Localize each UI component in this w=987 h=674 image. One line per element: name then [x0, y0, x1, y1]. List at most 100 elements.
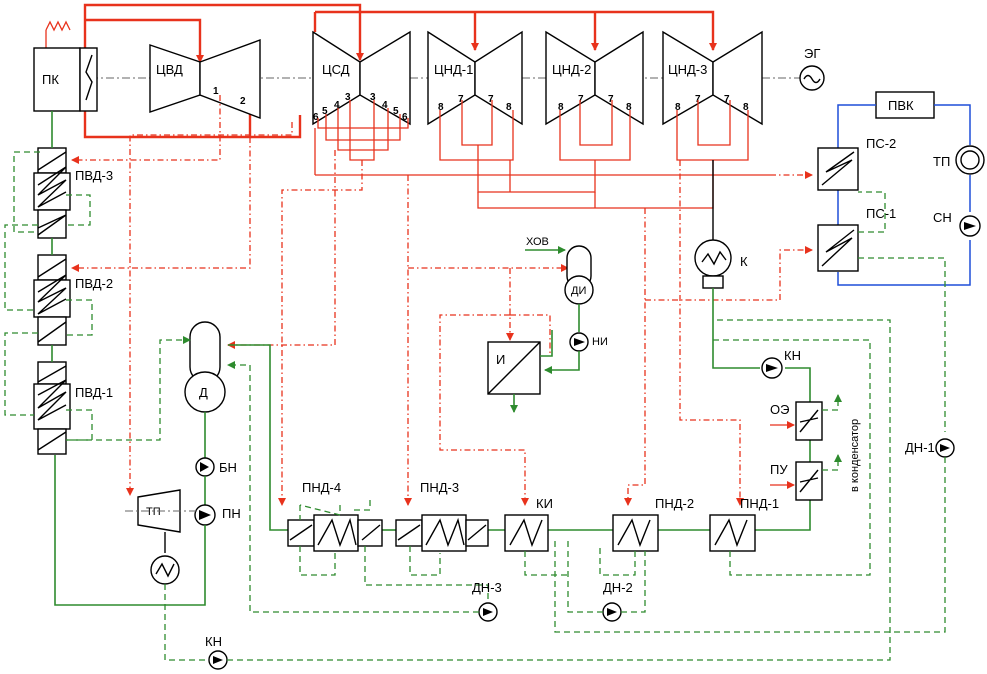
- cnd2-turbine: ЦНД-2 8 7 7 8: [545, 30, 644, 126]
- dn1-label: ДН-1: [905, 440, 935, 455]
- dn3-label: ДН-3: [472, 580, 502, 595]
- di-deaerator: ДИ ХОВ: [525, 236, 594, 332]
- khov-label: ХОВ: [526, 236, 549, 248]
- ki-heater: КИ: [504, 496, 568, 576]
- cnd1-ext-7b: 7: [488, 94, 494, 105]
- csd-ext-5a: 5: [322, 106, 328, 117]
- cnd3-ext-8b: 8: [743, 102, 749, 113]
- pnd3-label: ПНД-3: [420, 480, 459, 495]
- tp-turbine-drive: ТП: [125, 489, 205, 661]
- bn-pump: БН: [195, 457, 237, 505]
- ps1-label: ПС-1: [866, 206, 896, 221]
- pk-steam-generator: ПК: [33, 47, 98, 112]
- heating-network: ПВК ТП: [837, 91, 985, 286]
- cnd1-turbine: ЦНД-1 8 7 7 8: [427, 30, 523, 126]
- kn-top-label: КН: [784, 348, 801, 363]
- pvd1-heater: ПВД-1: [33, 361, 113, 455]
- cvd-extraction-2: 2: [240, 96, 246, 107]
- d-deaerator: Д: [184, 321, 226, 458]
- cvd-turbine: ЦВД 1 2: [149, 38, 261, 120]
- pvd2-heater: ПВД-2: [33, 254, 113, 346]
- dashed-extraction-lines: [71, 95, 813, 506]
- to-condenser-label: в конденсатор: [849, 419, 861, 492]
- pvd3-heater: ПВД-3: [33, 147, 113, 239]
- csd-ext-6a: 6: [313, 112, 319, 123]
- bn-label: БН: [219, 460, 237, 475]
- cnd1-ext-8a: 8: [438, 102, 444, 113]
- dn2-label: ДН-2: [603, 580, 633, 595]
- cnd3-label: ЦНД-3: [668, 62, 707, 77]
- cnd2-ext-7a: 7: [578, 94, 584, 105]
- cnd3-ext-7b: 7: [724, 94, 730, 105]
- ps-drain: [858, 191, 886, 233]
- pnd2-label: ПНД-2: [655, 496, 694, 511]
- ps1-heater: ПС-1: [817, 206, 896, 272]
- pnd3-heater: ПНД-3: [364, 480, 489, 600]
- eg-label: ЭГ: [804, 46, 820, 61]
- ps2-heater: ПС-2: [817, 136, 896, 191]
- cnd2-label: ЦНД-2: [552, 62, 591, 77]
- pu-label: ПУ: [770, 462, 788, 477]
- cnd1-ext-7a: 7: [458, 94, 464, 105]
- csd-ext-4b: 4: [382, 100, 388, 111]
- pnd4-heater: ПНД-4: [287, 480, 383, 576]
- pvk-label: ПВК: [888, 98, 914, 113]
- i-evaporator: И: [487, 330, 553, 413]
- kn-bottom-label: КН: [205, 634, 222, 649]
- pu-cooler: ПУ: [770, 454, 842, 501]
- main-steam-lines: [45, 3, 717, 139]
- di-label: ДИ: [571, 285, 586, 297]
- pn-label: ПН: [222, 506, 241, 521]
- d-label: Д: [199, 385, 208, 400]
- dn2-pump: ДН-2: [567, 540, 646, 622]
- pk-label: ПК: [42, 72, 59, 87]
- k-condenser: К: [694, 239, 748, 289]
- pnd1-heater: ПНД-1: [709, 339, 871, 576]
- dn3-pump: ДН-3: [227, 361, 502, 622]
- pvd3-label: ПВД-3: [75, 168, 113, 183]
- pn-pump: ПН: [54, 455, 241, 606]
- csd-ext-3b: 3: [370, 92, 376, 103]
- csd-turbine: ЦСД 6 5 4 3 3 4 5 6: [312, 30, 411, 126]
- tp-turbine-label: ТП: [146, 506, 161, 518]
- cnd1-ext-8b: 8: [506, 102, 512, 113]
- csd-ext-3a: 3: [345, 92, 351, 103]
- sn-label: СН: [933, 210, 952, 225]
- tp-heat-label: ТП: [933, 154, 950, 169]
- pnd1-label: ПНД-1: [740, 496, 779, 511]
- csd-ext-4a: 4: [334, 100, 340, 111]
- ni-pump: НИ: [544, 332, 608, 374]
- pvd2-label: ПВД-2: [75, 276, 113, 291]
- oe-cooler: ОЭ: [770, 394, 842, 441]
- csd-label: ЦСД: [322, 62, 350, 77]
- cnd3-ext-7a: 7: [695, 94, 701, 105]
- csd-ext-5b: 5: [393, 106, 399, 117]
- cvd-label: ЦВД: [156, 62, 183, 77]
- ki-label: КИ: [536, 496, 553, 511]
- k-label: К: [740, 254, 748, 269]
- kn-top-pump: КН: [761, 348, 801, 379]
- pnd4-label: ПНД-4: [302, 480, 341, 495]
- i-label: И: [496, 352, 505, 367]
- cnd3-turbine: ЦНД-3 8 7 7 8: [662, 30, 763, 126]
- cnd2-ext-8a: 8: [558, 102, 564, 113]
- ps1-drain: [858, 257, 946, 432]
- oe-label: ОЭ: [770, 402, 789, 417]
- cnd3-ext-8a: 8: [675, 102, 681, 113]
- dn1-pump: ДН-1: [554, 438, 955, 633]
- hp-water-line: [4, 111, 191, 441]
- cnd1-label: ЦНД-1: [434, 62, 473, 77]
- sn-pump: СН: [933, 210, 981, 237]
- condensate-line: [228, 288, 811, 531]
- cnd2-ext-8b: 8: [626, 102, 632, 113]
- eg-generator: ЭГ: [799, 46, 825, 91]
- extraction-steam-lines: [314, 100, 770, 240]
- cnd2-ext-7b: 7: [608, 94, 614, 105]
- ps2-label: ПС-2: [866, 136, 896, 151]
- ni-label: НИ: [592, 336, 608, 348]
- pnd2-heater: ПНД-2: [599, 496, 694, 576]
- csd-ext-6b: 6: [402, 112, 408, 123]
- pvd1-label: ПВД-1: [75, 385, 113, 400]
- cvd-extraction-1: 1: [213, 86, 219, 97]
